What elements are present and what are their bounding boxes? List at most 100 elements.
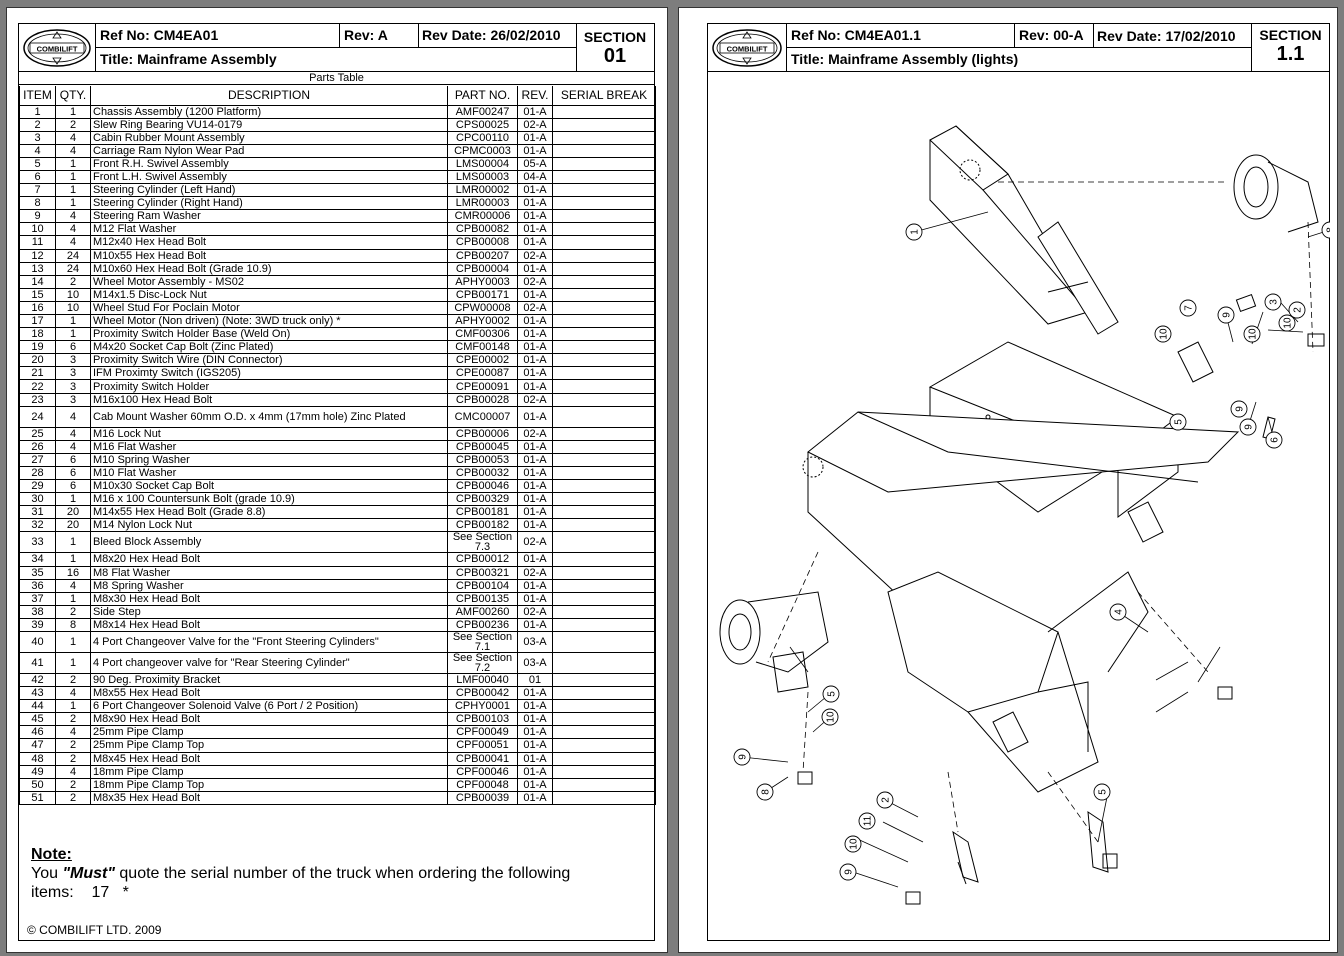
cell-qty: 1: [55, 552, 91, 567]
note-text-end: quote the serial number of the truck whe…: [114, 865, 571, 882]
cell-part-no: CPB00103: [447, 712, 518, 727]
cell-qty: 1: [55, 631, 91, 653]
callout-balloon: 5: [1169, 413, 1187, 431]
exploded-assembly-diagram: 18109321096710955109821110954: [719, 125, 1331, 905]
cell-rev: 01-A: [517, 379, 553, 394]
cell-item: 37: [19, 592, 56, 606]
cell-rev: 03-A: [517, 631, 553, 653]
cell-qty: 10: [55, 301, 91, 316]
cell-part-no: LMR00002: [447, 183, 518, 198]
cell-item: 50: [19, 778, 56, 792]
cell-description: M8x90 Hex Head Bolt: [90, 712, 448, 727]
cell-serial-break: [552, 765, 656, 779]
cell-serial-break: [552, 492, 656, 507]
cell-rev: 01-A: [517, 738, 553, 753]
callout-balloon: 10: [1243, 325, 1261, 343]
cell-part-no: CPF00048: [447, 778, 518, 792]
callout-balloon: 9: [839, 863, 857, 881]
cell-rev: 01-A: [517, 453, 553, 467]
cell-qty: 10: [55, 288, 91, 302]
cell-item: 31: [19, 505, 56, 520]
cell-qty: 1: [55, 105, 91, 119]
callout-number: 11: [863, 815, 874, 826]
cell-description: M8x55 Hex Head Bolt: [90, 686, 448, 701]
cell-item: 27: [19, 453, 56, 467]
cell-rev: 01-A: [517, 314, 553, 329]
cell-qty: 1: [55, 170, 91, 185]
cell-item: 41: [19, 652, 56, 674]
cell-qty: 2: [55, 605, 91, 619]
copyright: © COMBILIFT LTD. 2009: [27, 923, 162, 937]
cell-item: 26: [19, 440, 56, 454]
cell-description: Bleed Block Assembly: [90, 531, 448, 554]
cell-part-no: CPF00051: [447, 738, 518, 753]
cell-rev: 01-A: [517, 105, 553, 119]
cell-part-no: CPE00087: [447, 366, 518, 381]
cell-item: 25: [19, 427, 56, 441]
cell-description: 25mm Pipe Clamp: [90, 725, 448, 740]
cell-part-no: CPF00049: [447, 725, 518, 740]
cell-part-no: AMF00260: [447, 605, 518, 619]
cell-description: Chassis Assembly (1200 Platform): [90, 105, 448, 119]
cell-part-no: CPB00321: [447, 566, 518, 580]
col-part-no: PART NO.: [447, 86, 518, 106]
cell-item: 6: [19, 170, 56, 185]
cell-description: 4 Port changeover valve for "Rear Steeri…: [90, 652, 448, 674]
cell-item: 34: [19, 552, 56, 567]
cell-serial-break: [552, 631, 656, 653]
cell-serial-break: [552, 579, 656, 593]
page-frame: COMBILIFT Ref No: CM4EA01 Rev: A Rev Dat…: [18, 23, 656, 941]
cell-description: Steering Ram Washer: [90, 209, 448, 224]
cell-rev: 01-A: [517, 725, 553, 740]
cell-rev: 01-A: [517, 699, 553, 714]
cell-rev: 02-A: [517, 605, 553, 619]
cell-qty: 2: [55, 275, 91, 289]
cell-description: Steering Cylinder (Left Hand): [90, 183, 448, 198]
cell-qty: 1: [55, 314, 91, 329]
title-block: COMBILIFT Ref No: CM4EA01.1 Rev: 00-A Re…: [708, 24, 1329, 72]
note-items: items: 17 *: [31, 884, 129, 901]
cell-serial-break: [552, 327, 656, 342]
cell-item: 14: [19, 275, 56, 289]
cell-qty: 3: [55, 379, 91, 394]
cell-qty: 2: [55, 778, 91, 792]
cell-description: Side Step: [90, 605, 448, 619]
cell-part-no: CPB00181: [447, 505, 518, 520]
callout-balloon: 9: [1230, 400, 1248, 418]
cell-description: Cab Mount Washer 60mm O.D. x 4mm (17mm h…: [90, 406, 448, 428]
callout-number: 8: [1326, 227, 1331, 233]
note-text-start: You: [31, 865, 63, 882]
callout-number: 1: [910, 229, 921, 235]
section-label: SECTION: [583, 29, 647, 45]
cell-qty: 4: [55, 209, 91, 224]
cell-part-no: CPB00329: [447, 492, 518, 507]
cell-part-no: CPB00182: [447, 518, 518, 533]
cell-rev: 02-A: [517, 531, 553, 554]
cell-item: 20: [19, 353, 56, 368]
cell-qty: 1: [55, 652, 91, 674]
cell-part-no: LMR00003: [447, 196, 518, 211]
cell-serial-break: [552, 235, 656, 250]
cell-rev: 04-A: [517, 170, 553, 185]
cell-item: 33: [19, 531, 56, 554]
callout-number: 7: [1184, 305, 1195, 311]
cell-item: 30: [19, 492, 56, 507]
cell-serial-break: [552, 531, 656, 554]
section-number: 01: [603, 45, 627, 67]
cell-part-no: CPB00028: [447, 393, 518, 407]
cell-item: 42: [19, 673, 56, 688]
cell-part-no: See Section 7.3: [447, 531, 518, 554]
cell-description: M16x100 Hex Head Bolt: [90, 393, 448, 407]
cell-item: 45: [19, 712, 56, 727]
svg-text:COMBILIFT: COMBILIFT: [37, 44, 78, 53]
cell-rev: 01-A: [517, 712, 553, 727]
cell-item: 9: [19, 209, 56, 224]
